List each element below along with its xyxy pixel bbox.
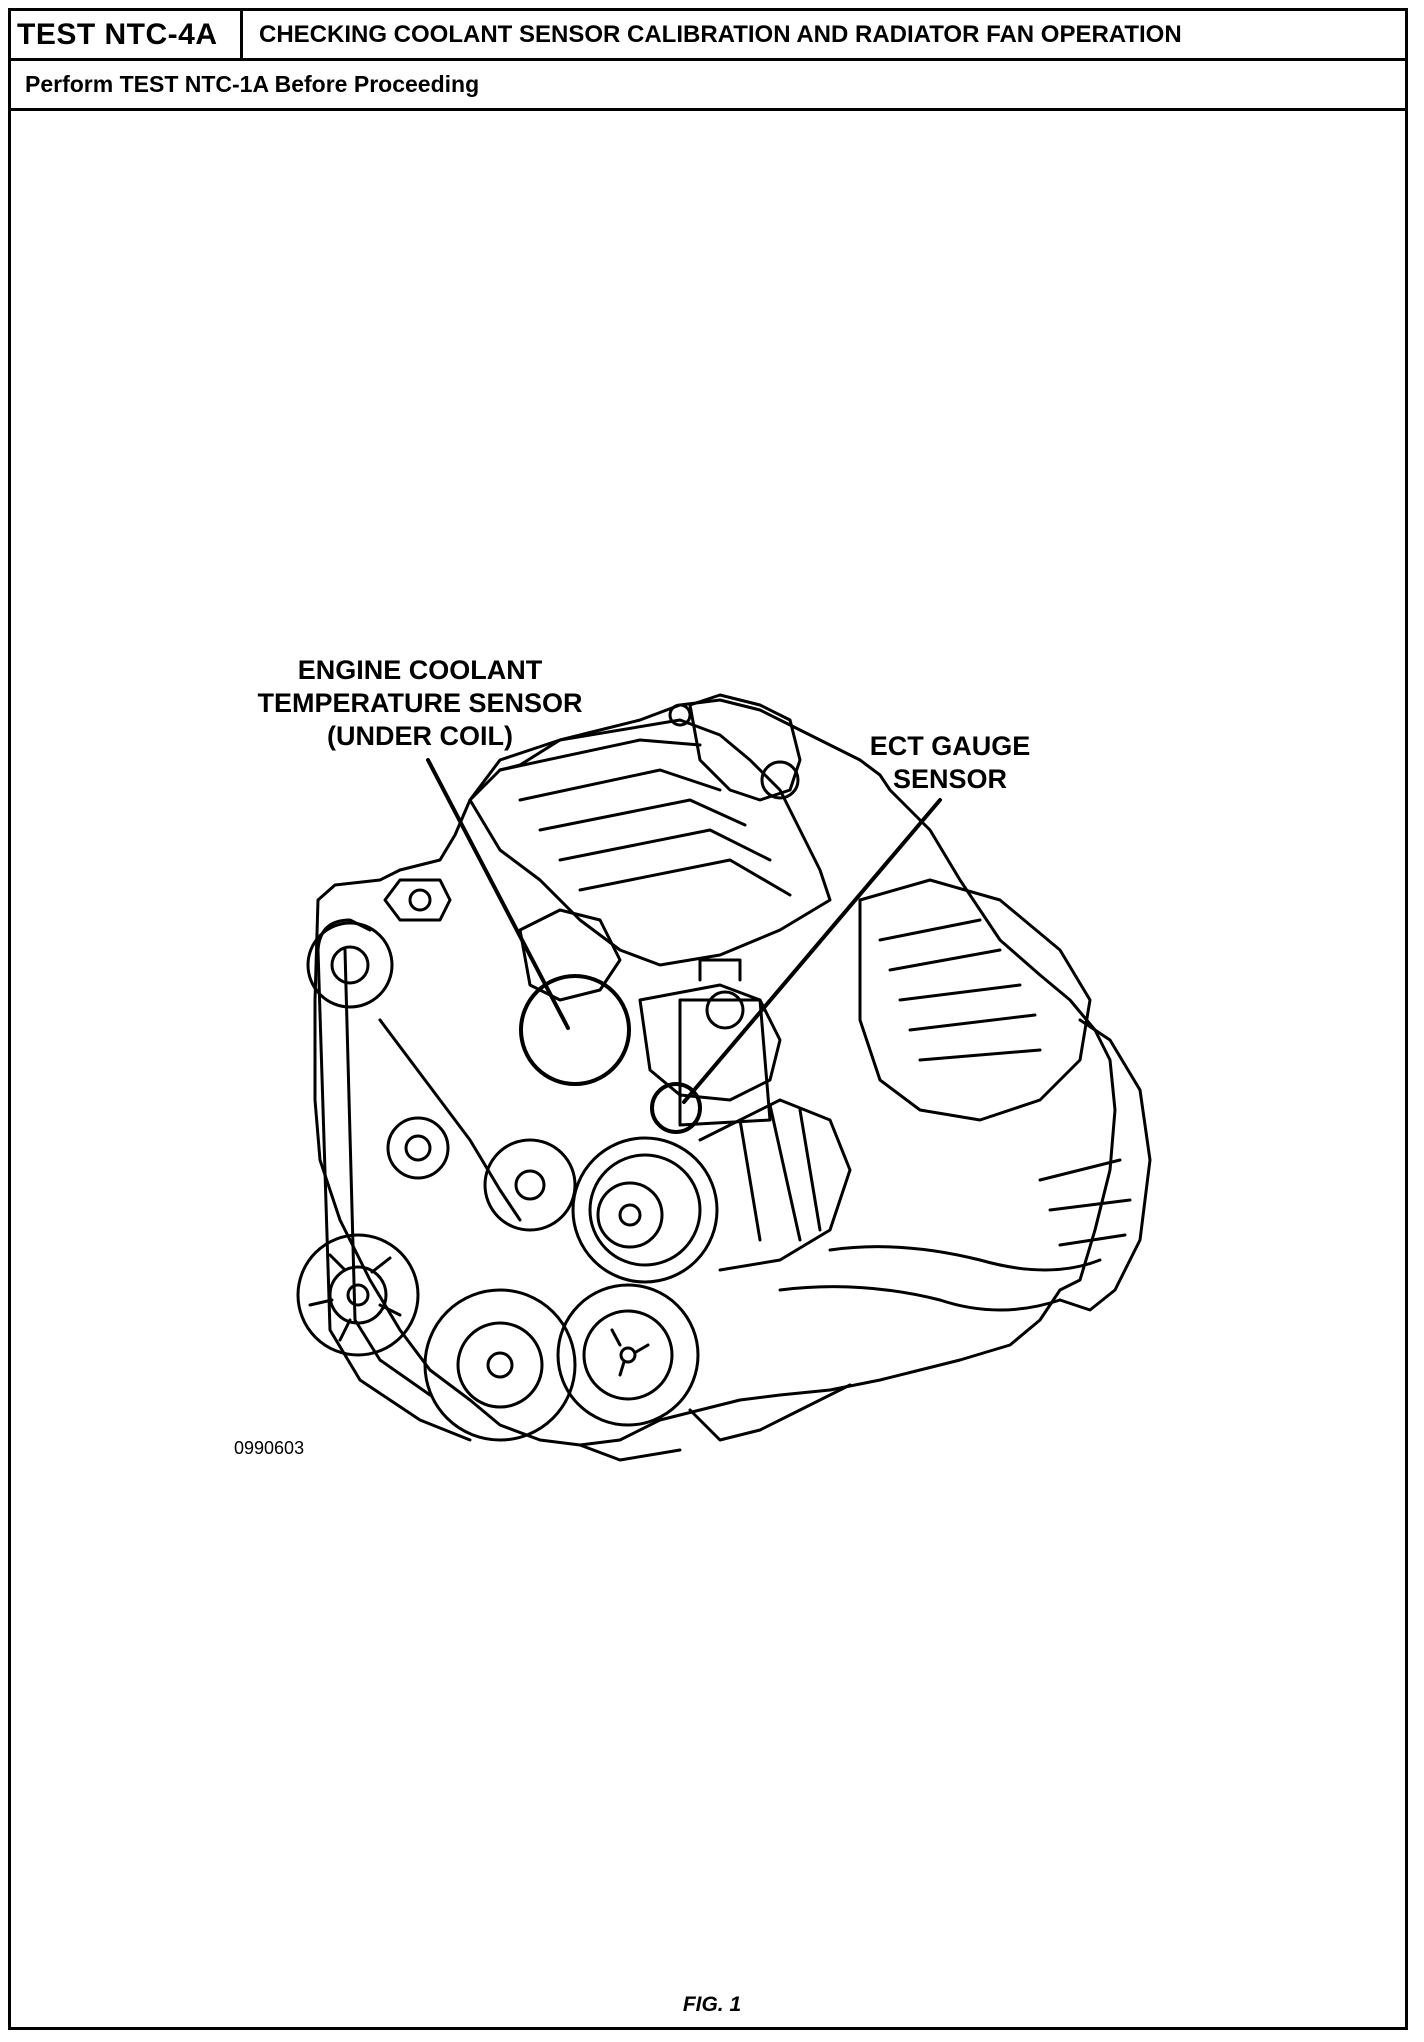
figure-caption: FIG. 1 — [682, 1993, 742, 2016]
prerequisite-row: Perform TEST NTC-1A Before Proceeding — [11, 61, 1405, 111]
ect-sensor-label-line-3: (UNDER COIL) — [327, 721, 513, 751]
ac-compressor-pulley — [571, 1136, 719, 1284]
ect-sensor-label: ENGINE COOLANT TEMPERATURE SENSOR (UNDER… — [230, 654, 610, 753]
ect-gauge-leader-line — [682, 798, 942, 1104]
prerequisite-note: Perform TEST NTC-1A Before Proceeding — [25, 71, 480, 97]
ect-gauge-label-line-2: SENSOR — [892, 764, 1008, 794]
ect-sensor-label-line-1: ENGINE COOLANT — [297, 655, 543, 685]
crankshaft-pulley — [423, 1288, 577, 1442]
header-row: TEST NTC-4A CHECKING COOLANT SENSOR CALI… — [11, 11, 1405, 61]
ect-gauge-callout-circle — [650, 1082, 702, 1134]
transmission-housing — [1058, 1018, 1152, 1312]
figure-reference-number: 0990603 — [234, 1438, 305, 1458]
ect-sensor-label-line-2: TEMPERATURE SENSOR — [257, 688, 583, 718]
ect-sensor-leader-line — [426, 758, 570, 1030]
coil-pack — [518, 908, 622, 1002]
document-page: TEST NTC-4A CHECKING COOLANT SENSOR CALI… — [8, 8, 1408, 2030]
ect-gauge-label: ECT GAUGE SENSOR — [840, 730, 1060, 796]
test-title: CHECKING COOLANT SENSOR CALIBRATION AND … — [259, 21, 1182, 48]
oil-pan — [578, 1383, 852, 1462]
serpentine-belt — [316, 948, 522, 1442]
ect-gauge-label-line-1: ECT GAUGE — [869, 731, 1031, 761]
test-id: TEST NTC-4A — [11, 11, 243, 58]
idler-pulley — [386, 1116, 450, 1180]
valve-cover — [858, 878, 1092, 1122]
tensioner-pulley — [483, 1138, 577, 1232]
throttle-body — [688, 693, 802, 802]
water-pump-pulley — [556, 1283, 700, 1427]
alternator — [306, 921, 394, 1009]
power-steering-pulley — [296, 1233, 420, 1357]
ect-sensor-callout-circle — [519, 974, 631, 1086]
